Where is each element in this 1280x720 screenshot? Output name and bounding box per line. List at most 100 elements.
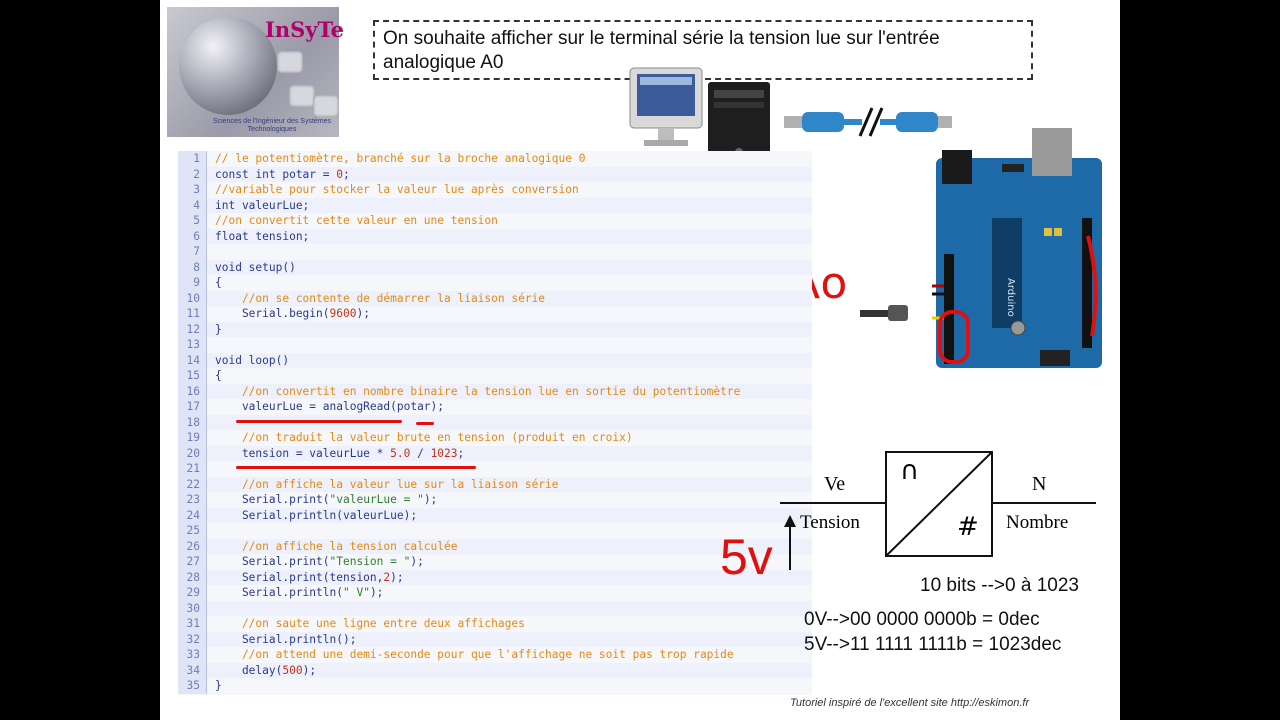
line-number: 4 <box>178 197 207 213</box>
puzzle-piece-icon <box>289 85 315 107</box>
code-line: 5 //on convertit cette valeur en une tens… <box>178 213 812 229</box>
code-text: //on convertit cette valeur en une tensi… <box>215 214 498 227</box>
code-line: 3//variable pour stocker la valeur lue a… <box>178 182 812 198</box>
line-number: 20 <box>178 445 207 461</box>
code-line: 31 //on saute une ligne entre deux affic… <box>178 616 812 632</box>
five-volt-note: 5V-->11 1111 1111b = 1023dec <box>804 634 1062 655</box>
line-number: 7 <box>178 244 207 260</box>
line-number: 34 <box>178 662 207 678</box>
code-text: Serial.begin(9600); <box>215 307 370 320</box>
code-line: 28 Serial.print(tension,2); <box>178 569 812 585</box>
line-number: 29 <box>178 585 207 601</box>
line-number: 35 <box>178 678 207 694</box>
line-number: 27 <box>178 554 207 570</box>
code-text: } <box>215 679 222 692</box>
code-text: float tension; <box>215 229 310 243</box>
line-number: 11 <box>178 306 207 322</box>
code-line: 21 <box>178 461 812 477</box>
code-text: int valeurLue; <box>215 198 310 212</box>
code-line: 12} <box>178 321 812 337</box>
line-number: 22 <box>178 476 207 492</box>
code-text: Serial.print("Tension = "); <box>215 555 424 568</box>
input-label: Tension <box>800 512 860 533</box>
code-line: 34 delay(500); <box>178 662 812 678</box>
output-symbol: N <box>1032 473 1047 495</box>
title-box: On souhaite afficher sur le terminal sér… <box>373 20 1033 80</box>
code-line: 20 tension = valeurLue * 5.0 / 1023; <box>178 445 812 461</box>
code-line: 4 int valeurLue; <box>178 197 812 213</box>
code-line: 9{ <box>178 275 812 291</box>
code-line: 11 Serial.begin(9600); <box>178 306 812 322</box>
line-number: 26 <box>178 538 207 554</box>
code-line: 10 //on se contente de démarrer la liais… <box>178 290 812 306</box>
line-number: 19 <box>178 430 207 446</box>
code-text: { <box>215 369 222 382</box>
puzzle-globe-icon <box>179 17 277 115</box>
code-text: //on traduit la valeur brute en tension … <box>215 431 633 444</box>
line-number: 23 <box>178 492 207 508</box>
bits-note: 10 bits -->0 à 1023 <box>920 575 1079 596</box>
underline-analogread <box>326 420 402 423</box>
code-line: 25 <box>178 523 812 539</box>
puzzle-piece-icon <box>277 51 303 73</box>
analog-symbol: ∩ <box>900 456 920 486</box>
code-text: //on attend une demi-seconde pour que l'… <box>215 648 734 661</box>
code-text: const int potar = 0; <box>215 167 350 181</box>
line-number: 17 <box>178 399 207 415</box>
logo-tagline: Sciences de l'Ingénieur des Systèmes Tec… <box>212 118 332 133</box>
title-line-2: analogique A0 <box>383 52 504 73</box>
code-text: Serial.println(valeurLue); <box>215 508 418 522</box>
line-number: 12 <box>178 321 207 337</box>
code-text <box>207 244 215 260</box>
underline-potar <box>416 422 434 425</box>
code-text: // le potentiomètre, branché sur la broc… <box>215 152 586 165</box>
zero-volt-note: 0V-->00 0000 0000b = 0dec <box>804 609 1040 630</box>
line-number: 8 <box>178 259 207 275</box>
code-text <box>207 337 215 353</box>
slide: InSyTe Sciences de l'Ingénieur des Systè… <box>160 0 1120 720</box>
code-text <box>207 415 215 431</box>
code-text: //on convertit en nombre binaire la tens… <box>215 384 741 398</box>
arduino-board-icon: Arduino <box>932 128 1102 368</box>
footer-credit: Tutoriel inspiré de l'excellent site htt… <box>790 697 1030 709</box>
line-number: 16 <box>178 383 207 399</box>
code-text <box>207 601 215 617</box>
line-number: 28 <box>178 569 207 585</box>
line-number: 25 <box>178 523 207 539</box>
code-line: 17 valeurLue = analogRead(potar); <box>178 399 812 415</box>
adc-converter-diagram <box>780 451 1096 570</box>
code-text: //on saute une ligne entre deux affichag… <box>215 617 525 630</box>
code-listing: 1 // le potentiomètre, branché sur la bro… <box>178 151 812 695</box>
code-text: Serial.print(tension,2); <box>215 570 404 584</box>
code-text: Serial.println(); <box>215 632 357 646</box>
code-line: 26 //on affiche la tension calculée <box>178 538 812 554</box>
code-text: Serial.println(" V"); <box>215 586 384 599</box>
output-label: Nombre <box>1006 512 1069 533</box>
code-line: 22 //on affiche la valeur lue sur la lia… <box>178 476 812 492</box>
code-line: 6 float tension; <box>178 228 812 244</box>
code-line: 27 Serial.print("Tension = "); <box>178 554 812 570</box>
code-line: 1 // le potentiomètre, branché sur la bro… <box>178 151 812 167</box>
five-volt-annotation: 5v <box>720 529 773 585</box>
line-number: 1 <box>178 151 207 167</box>
code-line: 15 { <box>178 368 812 384</box>
line-number: 31 <box>178 616 207 632</box>
line-number: 6 <box>178 228 207 244</box>
code-line: 33 //on attend une demi-seconde pour que… <box>178 647 812 663</box>
code-text <box>207 523 215 539</box>
code-line: 16 //on convertit en nombre binaire la t… <box>178 383 812 399</box>
code-text: valeurLue = analogRead(potar); <box>215 400 445 413</box>
potentiometer-icon <box>860 305 908 321</box>
input-symbol: Ve <box>824 473 846 495</box>
code-text: { <box>215 276 222 289</box>
line-number: 5 <box>178 213 207 229</box>
underline-tension-line <box>236 466 476 469</box>
line-number: 15 <box>178 368 207 384</box>
line-number: 32 <box>178 631 207 647</box>
code-text: void loop() <box>215 353 290 367</box>
line-number: 21 <box>178 461 207 477</box>
code-text: //on affiche la tension calculée <box>215 539 458 553</box>
puzzle-piece-icon <box>313 95 339 117</box>
